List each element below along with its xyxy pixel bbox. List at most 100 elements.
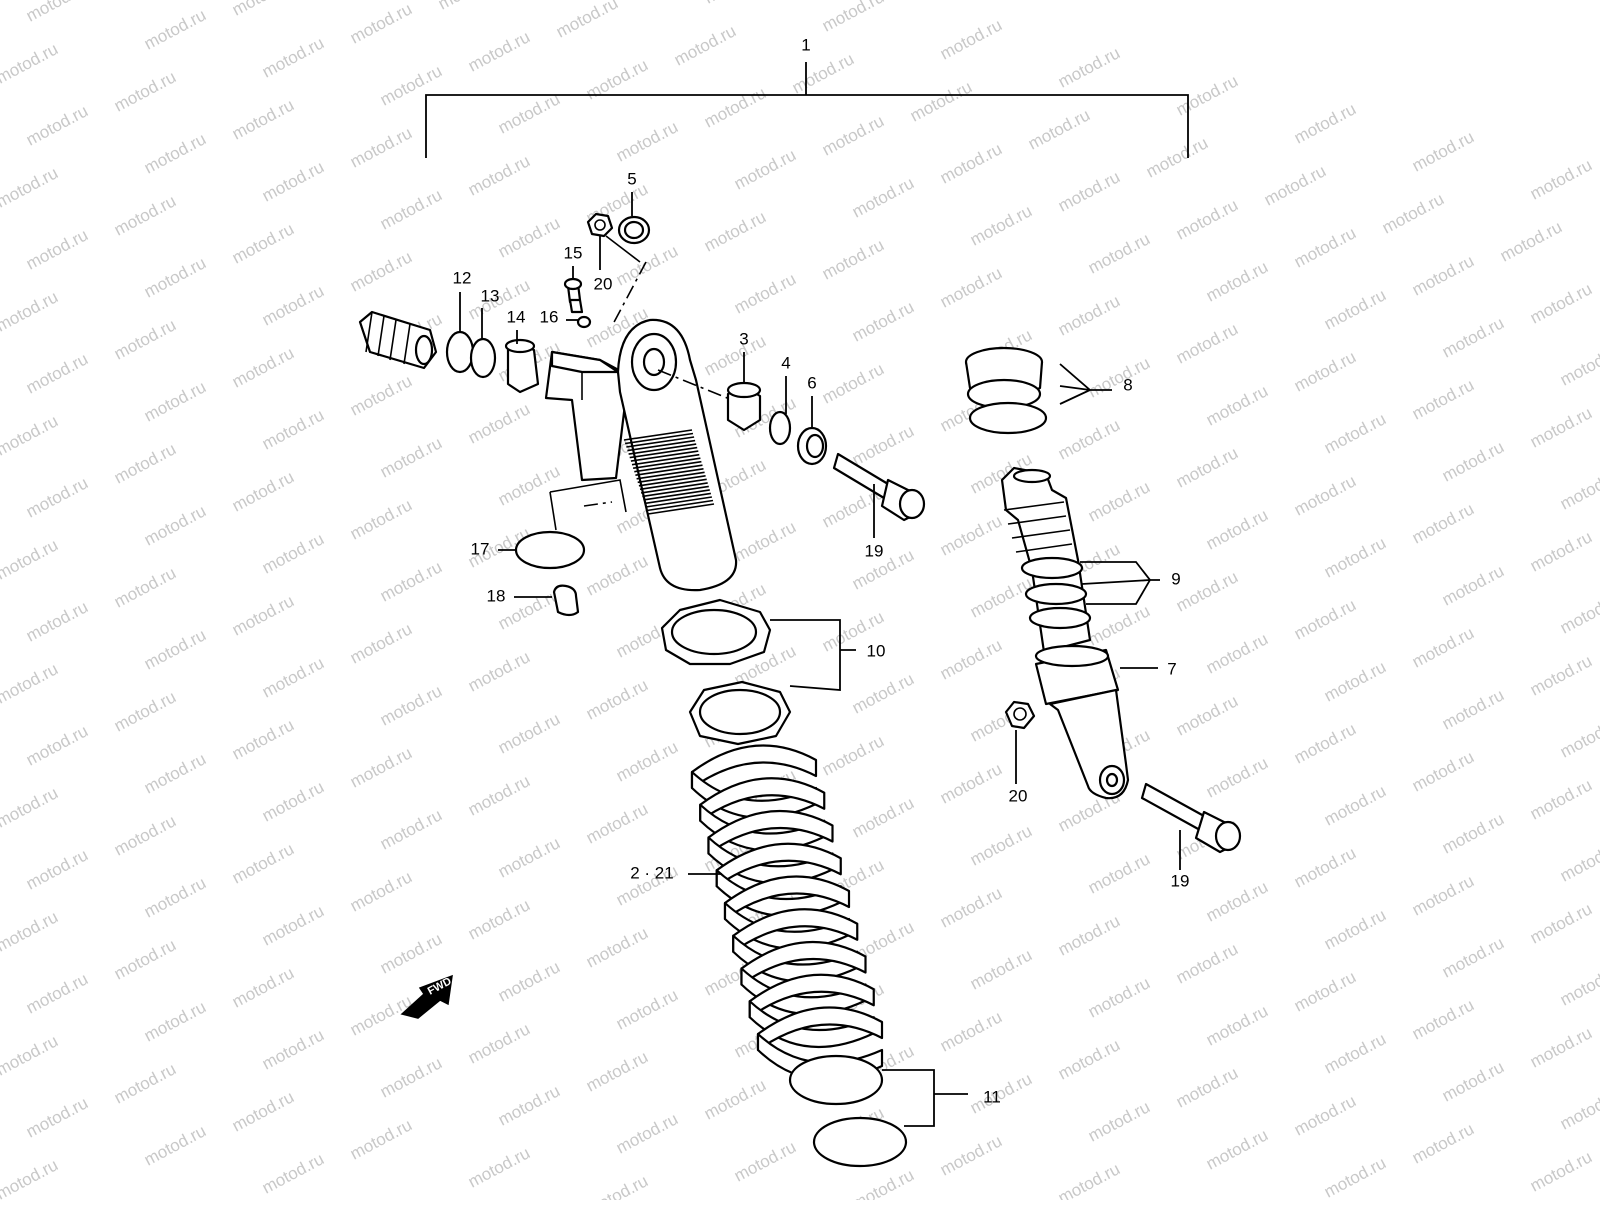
watermark-text: motod.ru bbox=[0, 659, 61, 707]
watermark-text: motod.ru bbox=[701, 1075, 769, 1123]
o-ring-12 bbox=[445, 330, 475, 374]
spring-coil bbox=[723, 875, 851, 921]
watermark-text: motod.ru bbox=[731, 269, 799, 317]
watermark-text: motod.ru bbox=[583, 1047, 651, 1095]
watermark-text: motod.ru bbox=[141, 5, 209, 53]
main-spring bbox=[690, 744, 884, 1081]
watermark-text: motod.ru bbox=[111, 811, 179, 859]
watermark-text: motod.ru bbox=[1557, 465, 1600, 513]
watermark-text: motod.ru bbox=[1173, 939, 1241, 987]
stopper-ring-11a bbox=[788, 1054, 884, 1106]
watermark-text: motod.ru bbox=[495, 213, 563, 261]
watermark-text: motod.ru bbox=[229, 715, 297, 763]
watermark-text: motod.ru bbox=[23, 473, 91, 521]
callout-10: 10 bbox=[867, 641, 886, 660]
watermark-text: motod.ru bbox=[377, 185, 445, 233]
watermark-text: motod.ru bbox=[583, 55, 651, 103]
watermark-text: motod.ru bbox=[111, 1059, 179, 1107]
watermark-text: motod.ru bbox=[1055, 167, 1123, 215]
watermark-text: motod.ru bbox=[1203, 1001, 1271, 1049]
watermark-text: motod.ru bbox=[111, 315, 179, 363]
watermark-text: motod.ru bbox=[465, 1143, 533, 1191]
watermark-text: motod.ru bbox=[937, 1007, 1005, 1055]
watermark-text: motod.ru bbox=[1321, 409, 1389, 457]
watermark-text: motod.ru bbox=[671, 21, 739, 69]
watermark-text: motod.ru bbox=[1409, 871, 1477, 919]
callout-19-bottom: 19 bbox=[1171, 871, 1190, 890]
watermark-text: motod.ru bbox=[1055, 291, 1123, 339]
callout-8: 8 bbox=[1123, 375, 1132, 394]
watermark-text: motod.ru bbox=[1321, 657, 1389, 705]
ring-17 bbox=[514, 530, 586, 570]
watermark-text: motod.ru bbox=[347, 247, 415, 295]
watermark-text: motod.ru bbox=[553, 0, 621, 42]
watermark-text: motod.ru bbox=[1409, 747, 1477, 795]
watermark-text: motod.ru bbox=[495, 1081, 563, 1129]
callout-2-21: 2 · 21 bbox=[630, 863, 673, 882]
watermark-text: motod.ru bbox=[23, 721, 91, 769]
watermark-text: motod.ru bbox=[465, 771, 533, 819]
callout-9: 9 bbox=[1171, 569, 1180, 588]
watermark-text: motod.ru bbox=[347, 743, 415, 791]
watermark-text: motod.ru bbox=[1557, 837, 1600, 885]
watermark-text: motod.ru bbox=[259, 281, 327, 329]
watermark-text: motod.ru bbox=[849, 793, 917, 841]
watermark-text: motod.ru bbox=[111, 439, 179, 487]
watermark-text: motod.ru bbox=[111, 935, 179, 983]
watermark-text: motod.ru bbox=[937, 139, 1005, 187]
callout-7: 7 bbox=[1167, 659, 1176, 678]
watermark-text: motod.ru bbox=[1143, 133, 1211, 181]
cap-18 bbox=[552, 584, 580, 617]
watermark-text: motod.ru bbox=[229, 467, 297, 515]
watermark-text: motod.ru bbox=[1439, 685, 1507, 733]
fwd-arrow-icon: FWD bbox=[400, 974, 454, 1019]
watermark-text: motod.ru bbox=[1527, 899, 1595, 947]
watermark-text: motod.ru bbox=[819, 0, 887, 36]
watermark-text: motod.ru bbox=[1409, 499, 1477, 547]
watermark-text: motod.ru bbox=[0, 535, 61, 583]
watermark-text: motod.ru bbox=[229, 0, 297, 20]
callout-17: 17 bbox=[471, 539, 490, 558]
watermark-text: motod.ru bbox=[259, 157, 327, 205]
seal-16 bbox=[576, 315, 592, 329]
watermark-text: motod.ru bbox=[141, 997, 209, 1045]
watermark-text: motod.ru bbox=[583, 675, 651, 723]
callout-labels: 1 5 15 20 12 13 14 16 3 4 6 8 17 19 9 18… bbox=[453, 35, 1190, 1106]
watermark-text: motod.ru bbox=[937, 263, 1005, 311]
watermark-text: motod.ru bbox=[141, 253, 209, 301]
watermark-text: motod.ru bbox=[141, 501, 209, 549]
reservoir-housing bbox=[544, 350, 628, 482]
watermark-text: motod.ru bbox=[1291, 1091, 1359, 1139]
watermark-text: motod.ru bbox=[347, 867, 415, 915]
spring-coil bbox=[707, 809, 834, 855]
watermark-text: motod.ru bbox=[229, 219, 297, 267]
washers-9 bbox=[1020, 556, 1092, 630]
watermark-text: motod.ru bbox=[1261, 161, 1329, 209]
watermark-text: motod.ru bbox=[1291, 99, 1359, 147]
watermark-text: motod.ru bbox=[1085, 601, 1153, 649]
watermark-text: motod.ru bbox=[111, 563, 179, 611]
watermark-text: motod.ru bbox=[259, 1025, 327, 1073]
watermark-text: motod.ru bbox=[1203, 1125, 1271, 1173]
watermark-text: motod.ru bbox=[1527, 279, 1595, 327]
watermark-text: motod.ru bbox=[1173, 567, 1241, 615]
watermark-text: motod.ru bbox=[937, 511, 1005, 559]
watermark-text: motod.ru bbox=[141, 129, 209, 177]
watermark-text: motod.ru bbox=[1527, 651, 1595, 699]
watermark-text: motod.ru bbox=[967, 573, 1035, 621]
valve-15 bbox=[563, 277, 584, 314]
watermark-text: motod.ru bbox=[1321, 285, 1389, 333]
watermark-text: motod.ru bbox=[1203, 381, 1271, 429]
watermark-text: motod.ru bbox=[1291, 595, 1359, 643]
watermark-text: motod.ru bbox=[731, 1137, 799, 1185]
bolt-19-bottom bbox=[1140, 782, 1242, 854]
watermark-text: motod.ru bbox=[0, 39, 61, 87]
watermark-text: motod.ru bbox=[1527, 527, 1595, 575]
watermark-text: motod.ru bbox=[701, 83, 769, 131]
watermark-text: motod.ru bbox=[1557, 713, 1600, 761]
watermark-text: motod.ru bbox=[465, 895, 533, 943]
watermark-text: motod.ru bbox=[1321, 533, 1389, 581]
watermark-text: motod.ru bbox=[111, 191, 179, 239]
callout-13: 13 bbox=[481, 286, 500, 305]
